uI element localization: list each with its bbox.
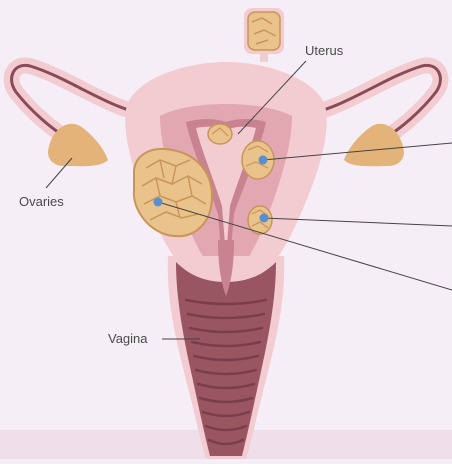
marker-fibroid-intramural [259,156,268,165]
marker-fibroid-submucosal [260,214,269,223]
fibroid-intramural-right [242,141,274,179]
label-uterus: Uterus [305,43,343,58]
label-vagina: Vagina [108,331,148,346]
fibroid-subserosal-top [244,8,284,62]
marker-fibroid-large [154,198,163,207]
fibroid-small-cavity [208,124,232,144]
label-ovaries: Ovaries [19,194,64,209]
